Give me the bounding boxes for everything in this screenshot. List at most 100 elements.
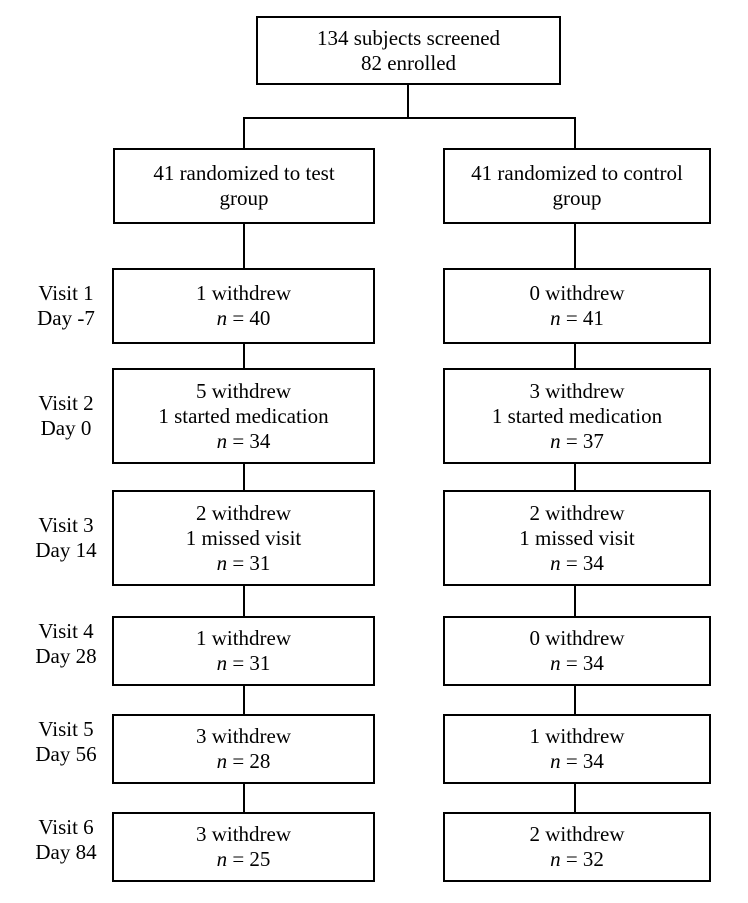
screening-box: 134 subjects screened 82 enrolled (256, 16, 561, 85)
n-sep: = (227, 428, 250, 453)
visit-label: Visit 3 Day 14 (16, 513, 116, 563)
connector-test-2 (243, 462, 245, 492)
connector-control-1 (574, 342, 576, 370)
connector-test-4 (243, 684, 245, 716)
n-symbol: n (550, 651, 561, 675)
visit-day: Day 84 (35, 840, 97, 864)
control-visit-box: 1 withdrew n = 34 (443, 714, 711, 784)
event-line: 0 withdrew (529, 626, 625, 650)
control-group-box: 41 randomized to control group (443, 148, 711, 224)
n-value: 37 (582, 428, 604, 453)
visit-name: Visit 2 (38, 391, 94, 415)
n-count: n = 34 (550, 749, 604, 774)
test-visit-box: 3 withdrew n = 25 (112, 812, 375, 882)
n-value: 28 (249, 749, 271, 773)
n-count: n = 40 (217, 306, 271, 331)
n-symbol: n (216, 847, 228, 871)
connector-branch-horizontal (243, 117, 576, 119)
n-symbol: n (216, 749, 228, 773)
connector-control-2 (574, 462, 576, 492)
event-line: 1 missed visit (519, 525, 635, 550)
connector-test-0 (243, 222, 245, 270)
screening-line-1: 134 subjects screened (316, 25, 501, 50)
n-sep: = (227, 847, 250, 871)
event-line: 1 missed visit (185, 525, 302, 550)
n-symbol: n (550, 550, 561, 575)
connector-control-0 (574, 222, 576, 270)
n-sep: = (560, 550, 583, 575)
visit-name: Visit 6 (38, 815, 94, 839)
visit-day: Day 0 (40, 416, 92, 440)
n-value: 34 (582, 749, 604, 773)
visit-name: Visit 5 (38, 717, 94, 741)
n-sep: = (227, 306, 250, 330)
event-line: 3 withdrew (529, 378, 625, 403)
n-count: n = 32 (550, 847, 604, 872)
test-group-box: 41 randomized to test group (113, 148, 375, 224)
visit-day: Day 14 (35, 538, 97, 562)
connector-control-3 (574, 584, 576, 618)
n-sep: = (227, 651, 250, 675)
visit-day: Day 28 (35, 644, 97, 668)
n-value: 41 (582, 306, 604, 330)
connector-test-5 (243, 782, 245, 814)
test-visit-box: 1 withdrew n = 40 (112, 268, 375, 344)
n-value: 25 (249, 847, 271, 871)
event-line: 1 started medication (158, 403, 329, 428)
n-symbol: n (550, 306, 561, 330)
connector-test-3 (243, 584, 245, 618)
n-value: 31 (249, 550, 271, 575)
visit-label: Visit 2 Day 0 (16, 391, 116, 441)
test-visit-box: 2 withdrew 1 missed visit n = 31 (112, 490, 375, 586)
connector-control-5 (574, 782, 576, 814)
n-count: n = 41 (550, 306, 604, 331)
visit-day: Day -7 (37, 306, 95, 330)
connector-branch-right (574, 117, 576, 149)
test-visit-box: 1 withdrew n = 31 (112, 616, 375, 686)
n-count: n = 37 (550, 429, 604, 454)
visit-name: Visit 3 (38, 513, 94, 537)
event-line: 1 started medication (491, 403, 663, 428)
control-visit-box: 0 withdrew n = 34 (443, 616, 711, 686)
control-visit-box: 2 withdrew n = 32 (443, 812, 711, 882)
test-visit-box: 3 withdrew n = 28 (112, 714, 375, 784)
n-value: 34 (582, 651, 604, 675)
visit-day: Day 56 (35, 742, 97, 766)
n-count: n = 34 (217, 429, 271, 454)
n-count: n = 34 (550, 651, 604, 676)
control-visit-box: 3 withdrew 1 started medication n = 37 (443, 368, 711, 464)
n-count: n = 31 (217, 551, 271, 576)
control-group-line-1: 41 randomized to control (471, 161, 683, 185)
n-symbol: n (550, 428, 561, 453)
n-value: 40 (249, 306, 271, 330)
visit-label: Visit 6 Day 84 (16, 815, 116, 865)
event-line: 1 withdrew (195, 281, 292, 305)
event-line: 3 withdrew (195, 822, 292, 846)
n-sep: = (227, 550, 250, 575)
n-sep: = (560, 847, 583, 871)
n-count: n = 34 (550, 551, 604, 576)
visit-label: Visit 1 Day -7 (16, 281, 116, 331)
n-count: n = 25 (217, 847, 271, 872)
event-line: 2 withdrew (529, 822, 625, 846)
connector-top-stem (407, 83, 409, 119)
n-symbol: n (550, 847, 561, 871)
enrolled-line: 82 enrolled (360, 50, 457, 75)
n-value: 34 (249, 428, 271, 453)
n-count: n = 31 (217, 651, 271, 676)
event-line: 1 withdrew (195, 626, 292, 650)
connector-branch-left (243, 117, 245, 149)
control-group-line-2: group (552, 186, 602, 210)
connector-test-1 (243, 342, 245, 370)
visit-name: Visit 4 (38, 619, 94, 643)
event-line: 1 withdrew (529, 724, 625, 748)
test-group-line-1: 41 randomized to test (153, 161, 335, 185)
n-sep: = (227, 749, 250, 773)
event-line: 5 withdrew (195, 378, 292, 403)
n-symbol: n (550, 749, 561, 773)
n-sep: = (560, 428, 583, 453)
event-line: 2 withdrew (195, 500, 292, 525)
n-symbol: n (216, 651, 228, 675)
event-line: 3 withdrew (195, 724, 292, 748)
